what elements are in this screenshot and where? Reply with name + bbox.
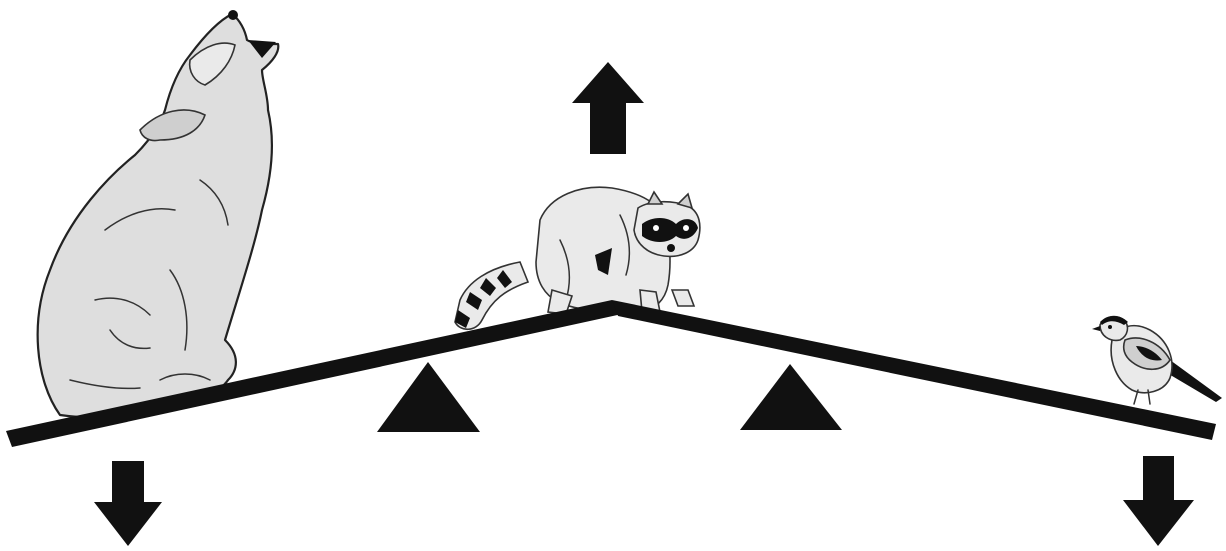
down-arrow-icon [94, 461, 162, 546]
left-fulcrum [377, 362, 480, 432]
up-arrow-icon [572, 62, 644, 154]
down-arrow-icon [1123, 456, 1194, 546]
right-fulcrum [740, 364, 842, 430]
songbird-icon [1092, 316, 1222, 404]
coyote-icon [38, 10, 279, 418]
